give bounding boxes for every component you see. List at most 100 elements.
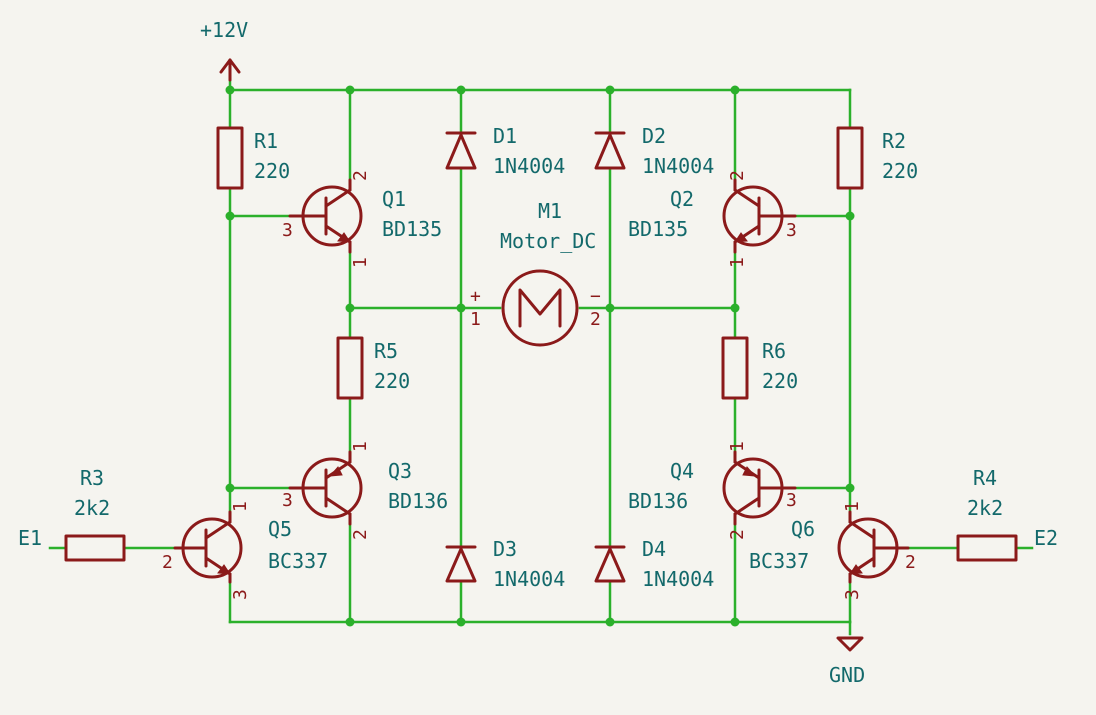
- junction-dot: [225, 85, 235, 95]
- diode-value: 1N4004: [642, 567, 714, 591]
- pin-emitter: 3: [230, 589, 251, 600]
- resistor-ref: R4: [973, 466, 997, 490]
- pin-base: 2: [905, 552, 916, 573]
- emitter-arrow-icon: [734, 232, 748, 243]
- transistor-q6: 2 1 3 Q6 BC337: [749, 501, 916, 600]
- transistor-value: BD135: [382, 217, 442, 241]
- transistor-value: BD136: [628, 489, 688, 513]
- resistor-value: 220: [882, 159, 918, 183]
- resistor-ref: R1: [254, 129, 278, 153]
- junction-dot: [456, 617, 466, 627]
- vcc-label: +12V: [200, 18, 248, 42]
- vcc-symbol: +12V: [200, 18, 248, 82]
- pin-collector: 2: [727, 529, 748, 540]
- junction-dot: [845, 483, 855, 493]
- transistor-q4: 3 1 2 Q4 BD136: [628, 441, 797, 540]
- junction-dot: [456, 303, 466, 313]
- resistor-r3: R3 2k2: [64, 466, 126, 562]
- emitter-arrow-icon: [328, 466, 343, 477]
- diode-value: 1N4004: [493, 567, 565, 591]
- emitter-arrow-icon: [849, 564, 863, 575]
- resistor-ref: R2: [882, 129, 906, 153]
- diode-d3: D3 1N4004: [445, 537, 565, 591]
- diode-d4: D4 1N4004: [594, 537, 714, 591]
- diode-ref: D1: [493, 124, 517, 148]
- transistor-collector-lead: [324, 188, 352, 208]
- wires: [48, 60, 1034, 636]
- transistor-ref: Q5: [268, 517, 292, 541]
- pin-base: 2: [162, 552, 173, 573]
- resistor-ref: R6: [762, 339, 786, 363]
- diode-value: 1N4004: [642, 154, 714, 178]
- diode-triangle-icon: [445, 133, 477, 170]
- junction-dot: [605, 303, 615, 313]
- resistor-body: [336, 336, 364, 400]
- transistor-collector-lead: [733, 496, 761, 516]
- resistor-body: [956, 534, 1018, 562]
- pin-emitter: 1: [350, 441, 371, 452]
- motor-m1: M1 Motor_DC + − 1 2: [470, 199, 601, 347]
- diode-value: 1N4004: [493, 154, 565, 178]
- resistor-body: [836, 126, 864, 190]
- transistor-q3: 3 1 2 Q3 BD136: [282, 441, 448, 540]
- resistor-ref: R5: [374, 339, 398, 363]
- transistor-collector-lead: [324, 496, 352, 516]
- junction-dot: [456, 85, 466, 95]
- motor-ref: M1: [538, 199, 562, 223]
- motor-value: Motor_DC: [500, 229, 596, 253]
- junction-dot: [605, 85, 615, 95]
- motor-minus-sign: −: [590, 286, 601, 307]
- resistor-r6: R6 220: [721, 336, 798, 400]
- motor-plus-sign: +: [470, 286, 481, 307]
- junction-dot: [845, 211, 855, 221]
- junction-dot: [730, 617, 740, 627]
- transistor-ref: Q1: [382, 187, 406, 211]
- transistor-value: BC337: [749, 549, 809, 573]
- resistor-body: [64, 534, 126, 562]
- junctions: [225, 85, 855, 627]
- resistor-value: 220: [254, 159, 290, 183]
- resistor-value: 2k2: [74, 496, 110, 520]
- pin-emitter: 1: [727, 441, 748, 452]
- diode-triangle-icon: [445, 547, 477, 583]
- diode-ref: D3: [493, 537, 517, 561]
- transistor-ref: Q3: [388, 459, 412, 483]
- diode-d2: D2 1N4004: [594, 124, 714, 178]
- junction-dot: [345, 303, 355, 313]
- junction-dot: [345, 617, 355, 627]
- resistor-body: [721, 336, 749, 400]
- transistor-q1: 3 2 1 Q1 BD135: [282, 170, 442, 268]
- transistor-value: BC337: [268, 549, 328, 573]
- junction-dot: [730, 303, 740, 313]
- diode-ref: D2: [642, 124, 666, 148]
- pin-collector: 2: [350, 529, 371, 540]
- junction-dot: [730, 85, 740, 95]
- resistor-r4: R4 2k2: [956, 466, 1018, 562]
- gnd-icon: [836, 636, 864, 652]
- junction-dot: [345, 85, 355, 95]
- resistor-value: 2k2: [967, 496, 1003, 520]
- transistor-ref: Q2: [670, 187, 694, 211]
- transistor-value: BD135: [628, 217, 688, 241]
- pin-emitter: 3: [842, 589, 863, 600]
- pin-emitter: 1: [350, 257, 371, 268]
- resistor-ref: R3: [80, 466, 104, 490]
- resistor-r1: R1 220: [216, 126, 290, 190]
- emitter-arrow-icon: [742, 466, 757, 477]
- resistor-body: [216, 126, 244, 190]
- pin-collector: 2: [350, 170, 371, 181]
- pin-base: 3: [786, 220, 797, 241]
- pin-emitter: 1: [727, 257, 748, 268]
- transistor-collector-lead: [204, 520, 232, 540]
- emitter-arrow-icon: [337, 232, 351, 243]
- diode-triangle-icon: [594, 133, 626, 170]
- pin-base: 3: [786, 490, 797, 511]
- junction-dot: [605, 617, 615, 627]
- junction-dot: [225, 483, 235, 493]
- diode-d1: D1 1N4004: [445, 124, 565, 178]
- gnd-label: GND: [829, 663, 865, 687]
- pin-collector: 1: [230, 501, 251, 512]
- transistor-q2: 3 2 1 Q2 BD135: [628, 170, 797, 268]
- pin-collector: 2: [727, 170, 748, 181]
